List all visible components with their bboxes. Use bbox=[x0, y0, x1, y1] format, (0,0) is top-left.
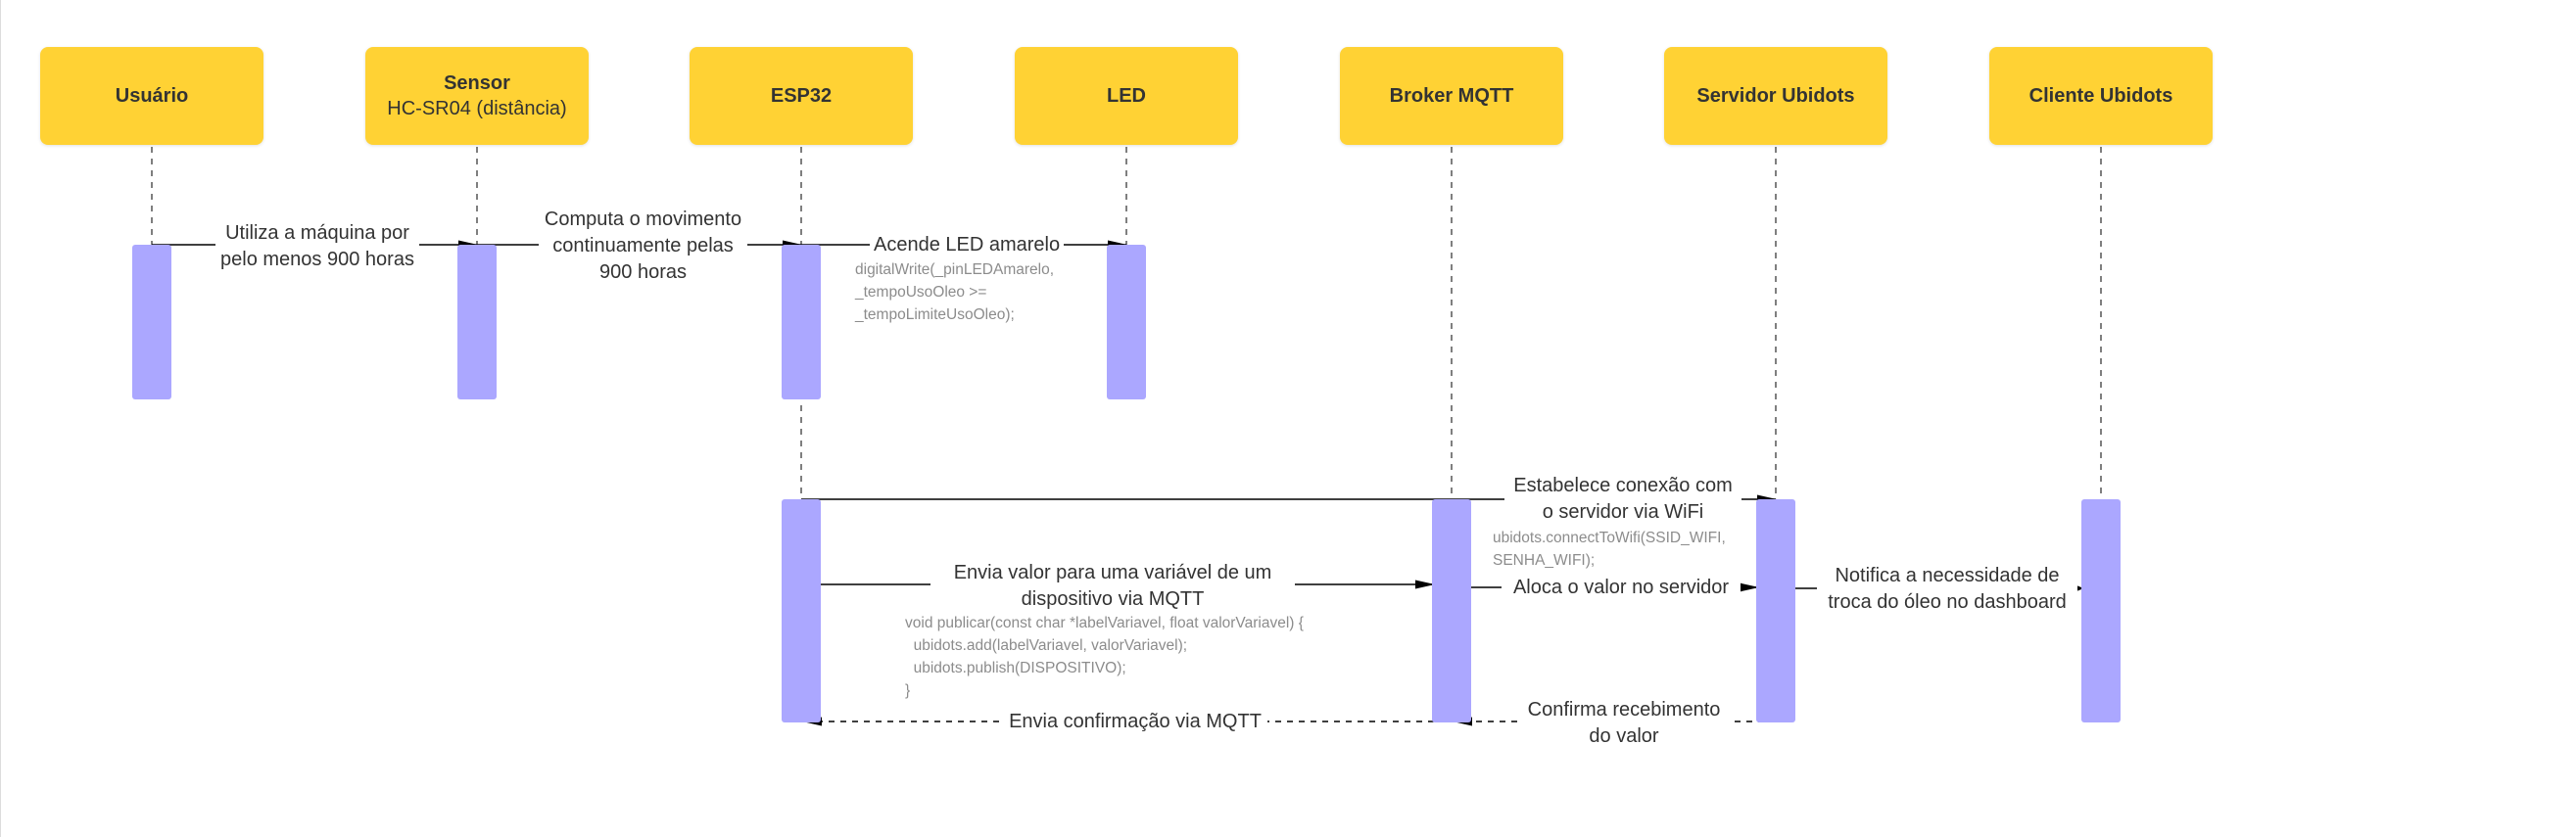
canvas-left-border bbox=[0, 0, 1, 837]
activation-servidor[interactable] bbox=[1756, 499, 1795, 722]
message-label-acende-led: Acende LED amarelo bbox=[870, 232, 1064, 258]
message-label-envia-valor: Envia valor para uma variável de um disp… bbox=[930, 560, 1295, 613]
participant-sensor-name: Sensor bbox=[444, 72, 510, 94]
participant-led-name: LED bbox=[1107, 85, 1146, 107]
participant-esp32[interactable]: ESP32 bbox=[690, 47, 913, 145]
participant-cliente-name: Cliente Ubidots bbox=[2028, 85, 2173, 107]
participant-led[interactable]: LED bbox=[1015, 47, 1238, 145]
message-label-estabelece-conexao: Estabelece conexão com o servidor via Wi… bbox=[1504, 473, 1741, 526]
message-label-notifica: Notifica a necessidade de troca do óleo … bbox=[1817, 563, 2077, 616]
participant-servidor[interactable]: Servidor Ubidots bbox=[1664, 47, 1887, 145]
participant-esp32-name: ESP32 bbox=[770, 85, 833, 107]
activation-esp32-1[interactable] bbox=[782, 245, 821, 399]
activation-esp32-2[interactable] bbox=[782, 499, 821, 722]
participant-broker[interactable]: Broker MQTT bbox=[1340, 47, 1563, 145]
participant-usuario[interactable]: Usuário bbox=[40, 47, 263, 145]
participant-sensor[interactable]: Sensor HC-SR04 (distância) bbox=[365, 47, 589, 145]
activation-usuario[interactable] bbox=[132, 245, 171, 399]
code-snippet-connect-wifi: ubidots.connectToWifi(SSID_WIFI, SENHA_W… bbox=[1493, 530, 1726, 569]
participant-usuario-name: Usuário bbox=[115, 85, 189, 107]
message-label-computa-movimento: Computa o movimento continuamente pelas … bbox=[539, 207, 747, 286]
participant-cliente[interactable]: Cliente Ubidots bbox=[1989, 47, 2213, 145]
code-snippet-publicar: void publicar(const char *labelVariavel,… bbox=[905, 615, 1304, 699]
activation-led[interactable] bbox=[1107, 245, 1146, 399]
message-label-confirma-recebimento: Confirma recebimento do valor bbox=[1517, 697, 1731, 750]
message-label-envia-confirmacao: Envia confirmação via MQTT bbox=[1003, 709, 1267, 735]
activation-broker[interactable] bbox=[1432, 499, 1471, 722]
activation-sensor[interactable] bbox=[457, 245, 497, 399]
participant-sensor-subtitle: HC-SR04 (distância) bbox=[387, 98, 567, 119]
activation-cliente[interactable] bbox=[2081, 499, 2121, 722]
message-label-aloca-valor: Aloca o valor no servidor bbox=[1502, 575, 1741, 601]
participant-broker-name: Broker MQTT bbox=[1389, 85, 1514, 107]
participant-servidor-name: Servidor Ubidots bbox=[1696, 85, 1855, 107]
message-label-utiliza-maquina: Utiliza a máquina por pelo menos 900 hor… bbox=[215, 220, 419, 273]
code-snippet-digitalwrite: digitalWrite(_pinLEDAmarelo, _tempoUsoOl… bbox=[855, 261, 1055, 323]
